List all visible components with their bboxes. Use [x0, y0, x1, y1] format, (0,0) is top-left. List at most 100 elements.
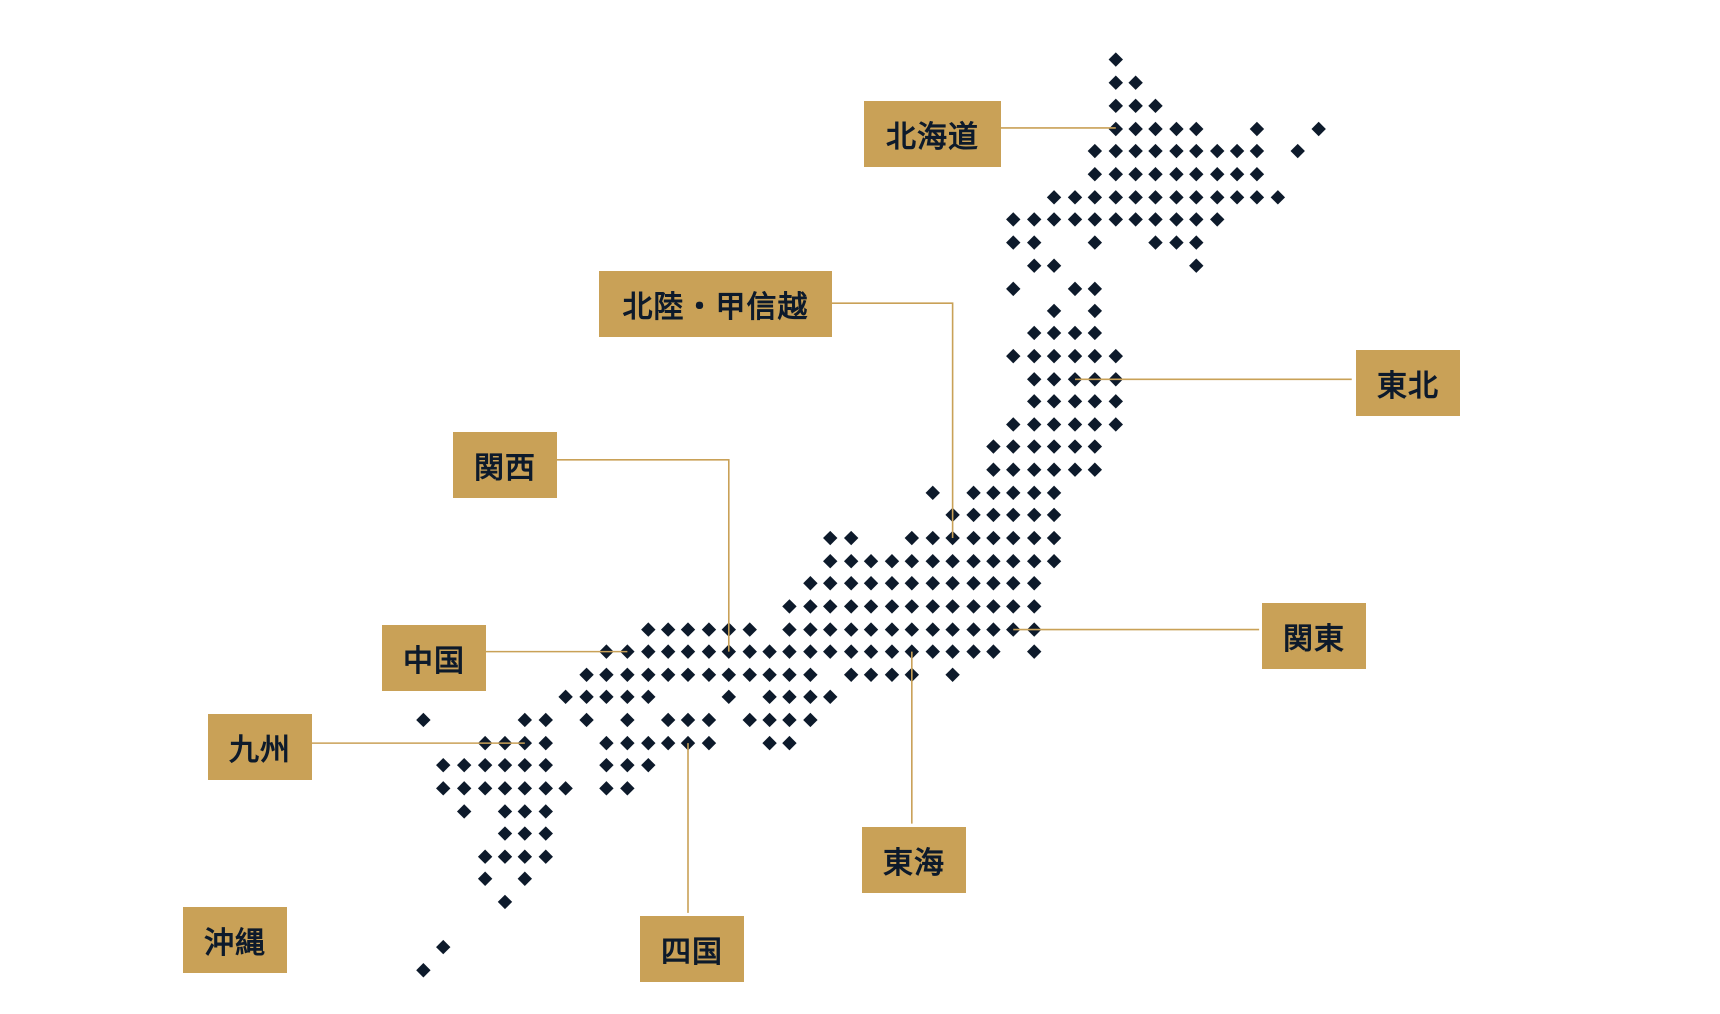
- map-dot: [1027, 462, 1042, 477]
- map-dot: [680, 667, 696, 682]
- map-dot: [680, 622, 696, 637]
- region-label-chugoku[interactable]: 中国: [382, 625, 486, 691]
- map-dot: [599, 689, 614, 705]
- map-dot: [660, 622, 676, 637]
- map-dot: [620, 781, 635, 796]
- map-dot: [803, 622, 818, 637]
- region-label-tokai[interactable]: 東海: [862, 827, 966, 893]
- map-dot: [742, 667, 757, 682]
- map-dot: [620, 667, 635, 682]
- map-dot: [1006, 485, 1021, 501]
- map-dot: [1148, 143, 1163, 159]
- map-dot: [701, 622, 717, 637]
- map-dot: [1108, 121, 1123, 137]
- map-dot: [782, 689, 797, 705]
- region-label-hokkaido[interactable]: 北海道: [864, 101, 1001, 167]
- map-dot: [416, 963, 431, 978]
- map-dot: [863, 599, 879, 614]
- region-label-okinawa[interactable]: 沖縄: [183, 907, 287, 973]
- map-dot: [1087, 167, 1103, 182]
- map-dot: [966, 507, 981, 523]
- map-dot: [863, 644, 879, 659]
- map-dot: [904, 599, 920, 614]
- map-dot: [497, 894, 513, 910]
- map-dot: [782, 599, 797, 614]
- map-dot: [966, 644, 981, 659]
- map-dot: [1189, 190, 1204, 205]
- region-label-kyushu[interactable]: 九州: [208, 714, 312, 780]
- map-dot: [863, 576, 879, 591]
- map-dot: [641, 689, 656, 705]
- map-dot: [1087, 190, 1103, 205]
- map-dot: [945, 599, 960, 614]
- map-dot: [1108, 143, 1123, 159]
- map-dot: [1006, 599, 1021, 614]
- map-dot: [925, 554, 940, 569]
- map-dot: [641, 622, 656, 637]
- region-label-shikoku[interactable]: 四国: [640, 916, 744, 982]
- map-dot: [1108, 190, 1123, 205]
- map-dot: [1249, 167, 1265, 182]
- map-dot: [823, 599, 838, 614]
- map-dot: [1108, 394, 1123, 409]
- map-dot: [945, 644, 960, 659]
- map-dot: [843, 622, 859, 637]
- map-dot: [1087, 143, 1103, 159]
- map-dot: [1067, 281, 1083, 297]
- map-dot: [762, 735, 777, 751]
- map-dot: [1027, 507, 1042, 523]
- map-dot: [517, 826, 533, 841]
- map-dot: [966, 599, 981, 614]
- map-dot: [1006, 439, 1021, 454]
- map-dot: [925, 530, 940, 546]
- map-dot: [762, 712, 777, 728]
- map-dot: [599, 781, 614, 796]
- leader-line-hokuriku: [829, 302, 954, 539]
- map-dot: [620, 689, 635, 705]
- map-dot: [966, 576, 981, 591]
- map-dot: [1067, 212, 1083, 227]
- map-dot: [1006, 348, 1021, 364]
- map-dot: [1249, 143, 1265, 159]
- map-dot: [1027, 439, 1042, 454]
- map-dot: [1046, 372, 1062, 387]
- map-dot: [925, 576, 940, 591]
- map-dot: [660, 735, 676, 751]
- region-label-tohoku[interactable]: 東北: [1356, 350, 1460, 416]
- map-dot: [986, 485, 1001, 501]
- map-dot: [823, 622, 838, 637]
- map-dot: [1027, 644, 1042, 659]
- map-dot: [1169, 190, 1184, 205]
- map-dot: [1046, 212, 1062, 227]
- map-dot: [579, 689, 594, 705]
- map-dot: [945, 554, 960, 569]
- map-dot: [641, 667, 656, 682]
- map-dot: [416, 712, 431, 728]
- region-label-kanto[interactable]: 関東: [1262, 603, 1366, 669]
- leader-lines: [310, 127, 1352, 913]
- map-dot: [558, 781, 573, 796]
- map-dot: [1128, 212, 1143, 227]
- region-label-kansai[interactable]: 関西: [453, 432, 557, 498]
- map-dot: [538, 804, 553, 819]
- map-dot: [1006, 462, 1021, 477]
- map-dot: [1006, 576, 1021, 591]
- map-dot: [721, 689, 736, 705]
- map-dot: [1006, 554, 1021, 569]
- map-dot: [1027, 599, 1042, 614]
- map-dot: [1108, 52, 1123, 67]
- map-dot: [538, 849, 553, 864]
- map-dot: [1148, 167, 1163, 182]
- map-dot: [823, 530, 838, 546]
- region-label-hokuriku-koshinetsu[interactable]: 北陸・甲信越: [599, 271, 832, 337]
- map-dot: [558, 689, 573, 705]
- map-dot: [1027, 325, 1042, 341]
- map-dot: [620, 712, 635, 728]
- map-dot: [1027, 394, 1042, 409]
- map-dot: [1087, 325, 1103, 341]
- map-dot: [904, 530, 920, 546]
- map-dot: [1006, 281, 1021, 297]
- map-dot: [986, 599, 1001, 614]
- map-dot: [782, 712, 797, 728]
- map-dot: [904, 576, 920, 591]
